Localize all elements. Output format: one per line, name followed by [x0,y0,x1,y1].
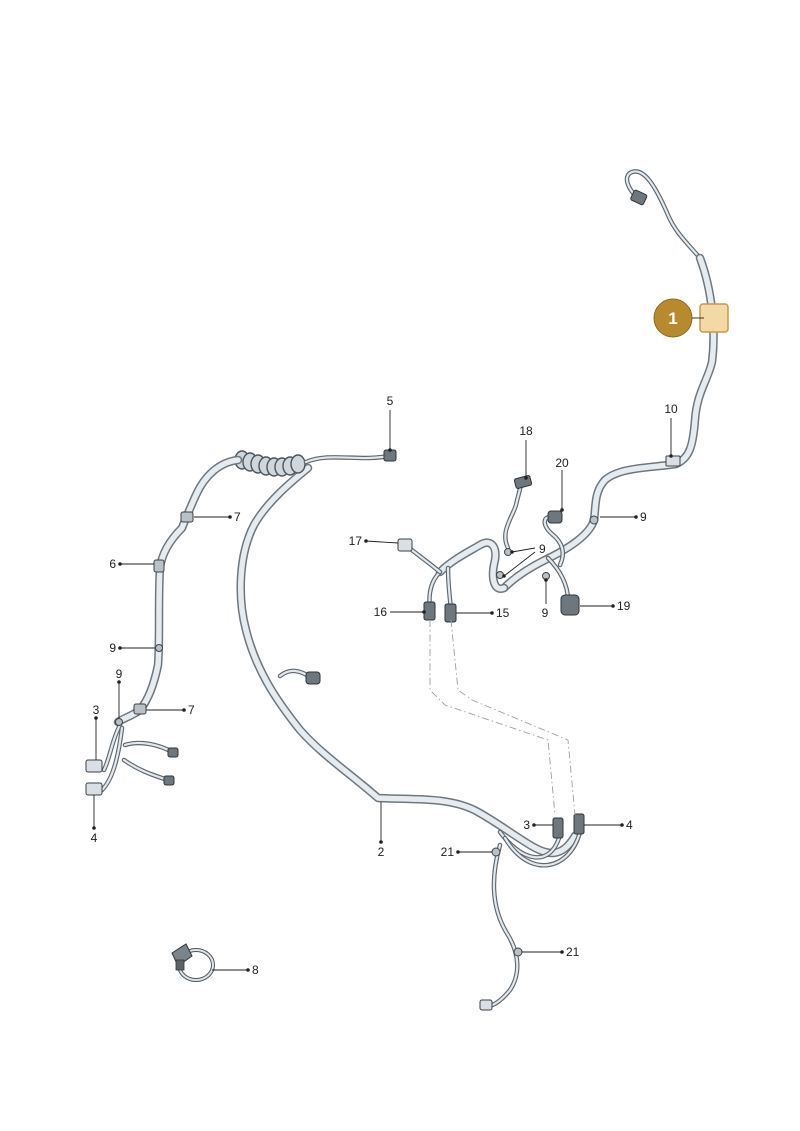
part-1-badge[interactable]: 1 [653,298,693,338]
connector-16 [423,601,436,621]
callout-19: 19 [617,599,631,613]
part-1-badge-label: 1 [668,309,677,328]
cable-tie-8 [171,943,215,982]
assignment-lines [429,619,576,816]
callout-16: 16 [374,605,388,619]
callout-10: 10 [664,402,678,416]
callout-6: 6 [109,557,116,571]
callout-3: 3 [93,703,100,717]
callout-21: 21 [441,845,455,859]
clip-6 [153,559,165,573]
callout-9: 9 [116,667,123,681]
callout-17: 17 [349,534,363,548]
callout-4: 4 [626,818,633,832]
connector-17 [397,538,413,552]
callout-3: 3 [523,818,530,832]
clip-9 [589,515,599,525]
callout-leaders [92,317,704,972]
connector-20 [547,510,563,524]
callout-labels: 10 18 20 9 9 9 19 17 16 15 5 7 6 9 7 9 3… [91,394,678,977]
connector-4 [85,782,103,796]
callout-9: 9 [109,641,116,655]
clip-7 [133,703,147,715]
connector-18 [513,475,533,489]
connector-3-right [552,817,564,839]
connector-top [630,189,648,206]
clip-9 [115,718,123,726]
clip-7 [180,511,194,523]
connector-end [479,999,493,1011]
connector-19 [560,594,580,616]
harness-left [85,449,585,1011]
part-1-badge-circle[interactable] [653,298,693,338]
clip-21 [491,847,501,857]
clip-9 [496,571,504,579]
callout-21: 21 [566,945,580,959]
callout-18: 18 [519,424,533,438]
callout-20: 20 [555,456,569,470]
clip-10 [665,455,681,467]
callout-9: 9 [539,542,546,556]
callout-8: 8 [252,963,259,977]
harness-right [397,169,729,623]
clip-9 [155,644,163,652]
callout-4: 4 [91,831,98,845]
callout-5: 5 [387,394,394,408]
part-1-highlight-tag [699,303,729,333]
connector-15 [444,603,457,623]
connector-3 [85,759,103,773]
callout-7: 7 [188,703,195,717]
clip-21 [513,947,523,957]
callout-9: 9 [542,606,549,620]
connector-mid [305,671,321,685]
callout-9: 9 [640,510,647,524]
callout-15: 15 [496,606,510,620]
callout-2: 2 [378,845,385,859]
corrugated-conduit [234,450,306,477]
callout-7: 7 [234,510,241,524]
connector-small [167,747,179,758]
connector-4-right [573,813,585,835]
connector-small [163,775,175,786]
